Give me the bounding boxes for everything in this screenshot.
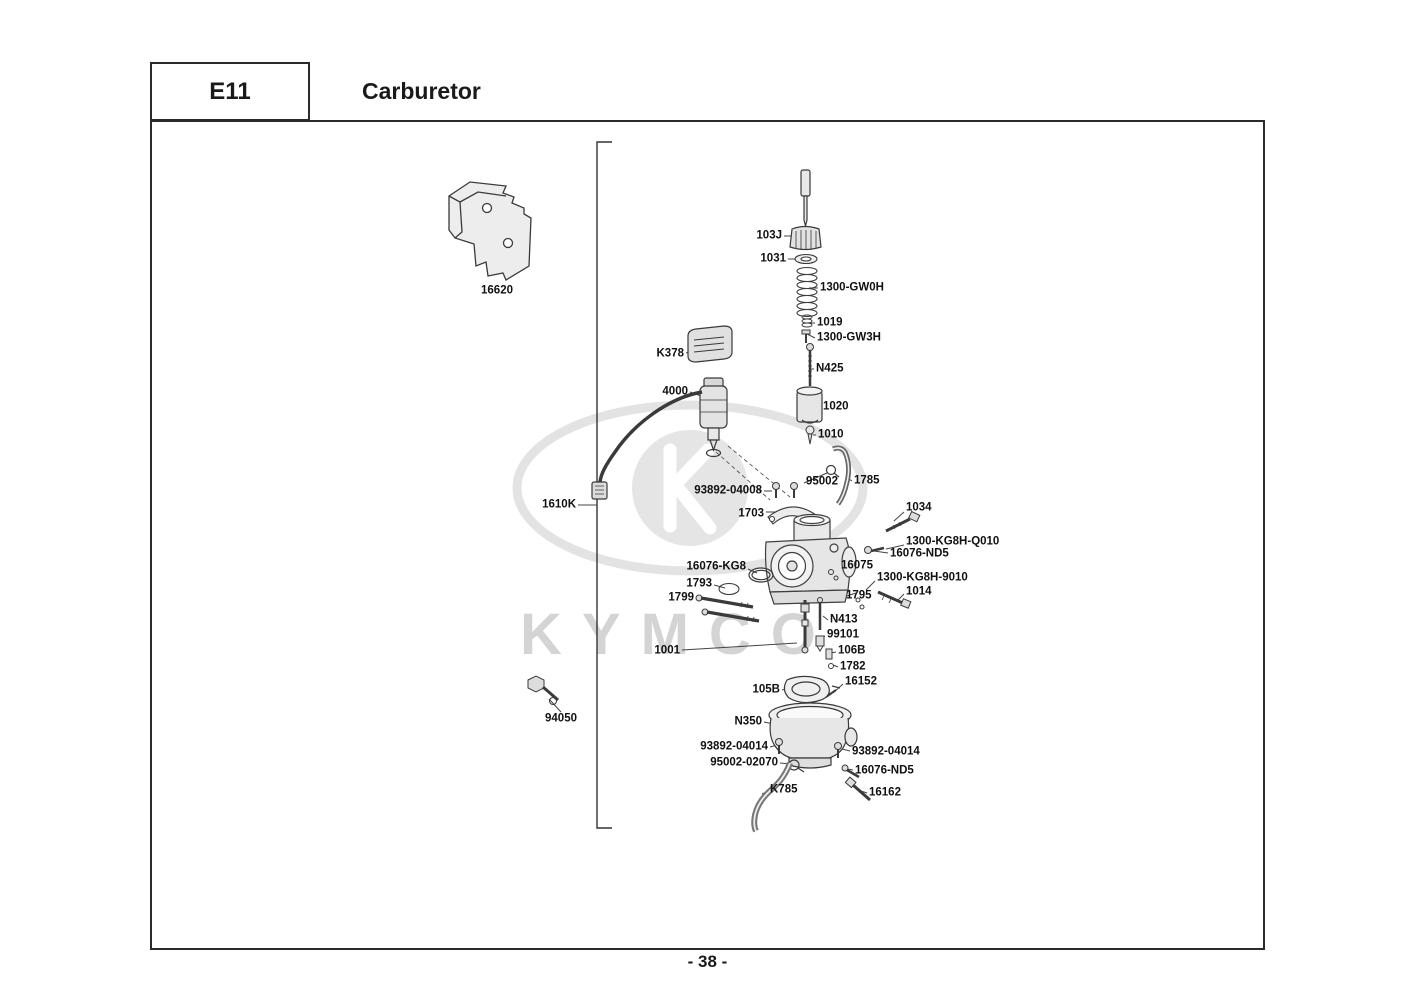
page-number: - 38 - <box>687 952 728 971</box>
page-frame <box>150 120 1265 950</box>
part-1785-tube <box>832 445 852 506</box>
part-1010-needle-clip <box>805 425 815 445</box>
part-1031-seat <box>794 253 818 265</box>
part-n350-float-bowl <box>768 702 858 769</box>
part-16162-drain-screw <box>844 776 871 802</box>
part-n425-screw <box>806 343 814 386</box>
part-103j-cap <box>789 225 822 251</box>
part-n413-needle-jet <box>817 597 823 630</box>
part-94050-bolt <box>527 675 559 705</box>
part-16620-heat-shield <box>448 181 532 281</box>
part-1795-jets <box>855 597 865 610</box>
part-4000-solenoid <box>591 377 728 500</box>
leader-lines <box>548 235 905 795</box>
part-throttle-needle <box>800 169 811 227</box>
part-1001-jet-assembly <box>800 600 810 654</box>
part-1019-spring <box>801 314 813 328</box>
part-95002-clip <box>825 464 840 478</box>
part-1020-throttle-valve <box>796 386 823 424</box>
part-1300-gw3h-screw <box>801 329 811 343</box>
part-16076-nd5-screw-lower <box>841 764 860 779</box>
section-code-box: E11 <box>150 62 310 121</box>
page-title: Carburetor <box>362 78 481 104</box>
part-1799-studs <box>695 594 760 623</box>
part-16075-fittings <box>828 569 839 581</box>
part-1782-washer <box>828 663 834 669</box>
part-k378-cover <box>687 325 733 363</box>
part-106b-jet <box>825 648 833 660</box>
part-k785-hose <box>751 761 793 833</box>
part-105b-float <box>783 675 841 704</box>
part-1793-gasket <box>718 582 740 596</box>
part-99101-jet <box>815 635 825 652</box>
assembly-guide-lines <box>715 445 791 501</box>
section-code: E11 <box>209 77 251 105</box>
part-1014-screw <box>877 590 912 609</box>
part-carburetor-body <box>764 513 857 605</box>
part-1034-screw <box>885 510 921 533</box>
part-16076-kg8-oring <box>748 567 774 583</box>
part-93892-04014-screws <box>775 738 842 758</box>
part-16076-nd5-screw-upper <box>864 546 885 554</box>
part-1300-gw0h-spring <box>796 266 818 318</box>
part-93892-04008-screws <box>772 482 798 498</box>
